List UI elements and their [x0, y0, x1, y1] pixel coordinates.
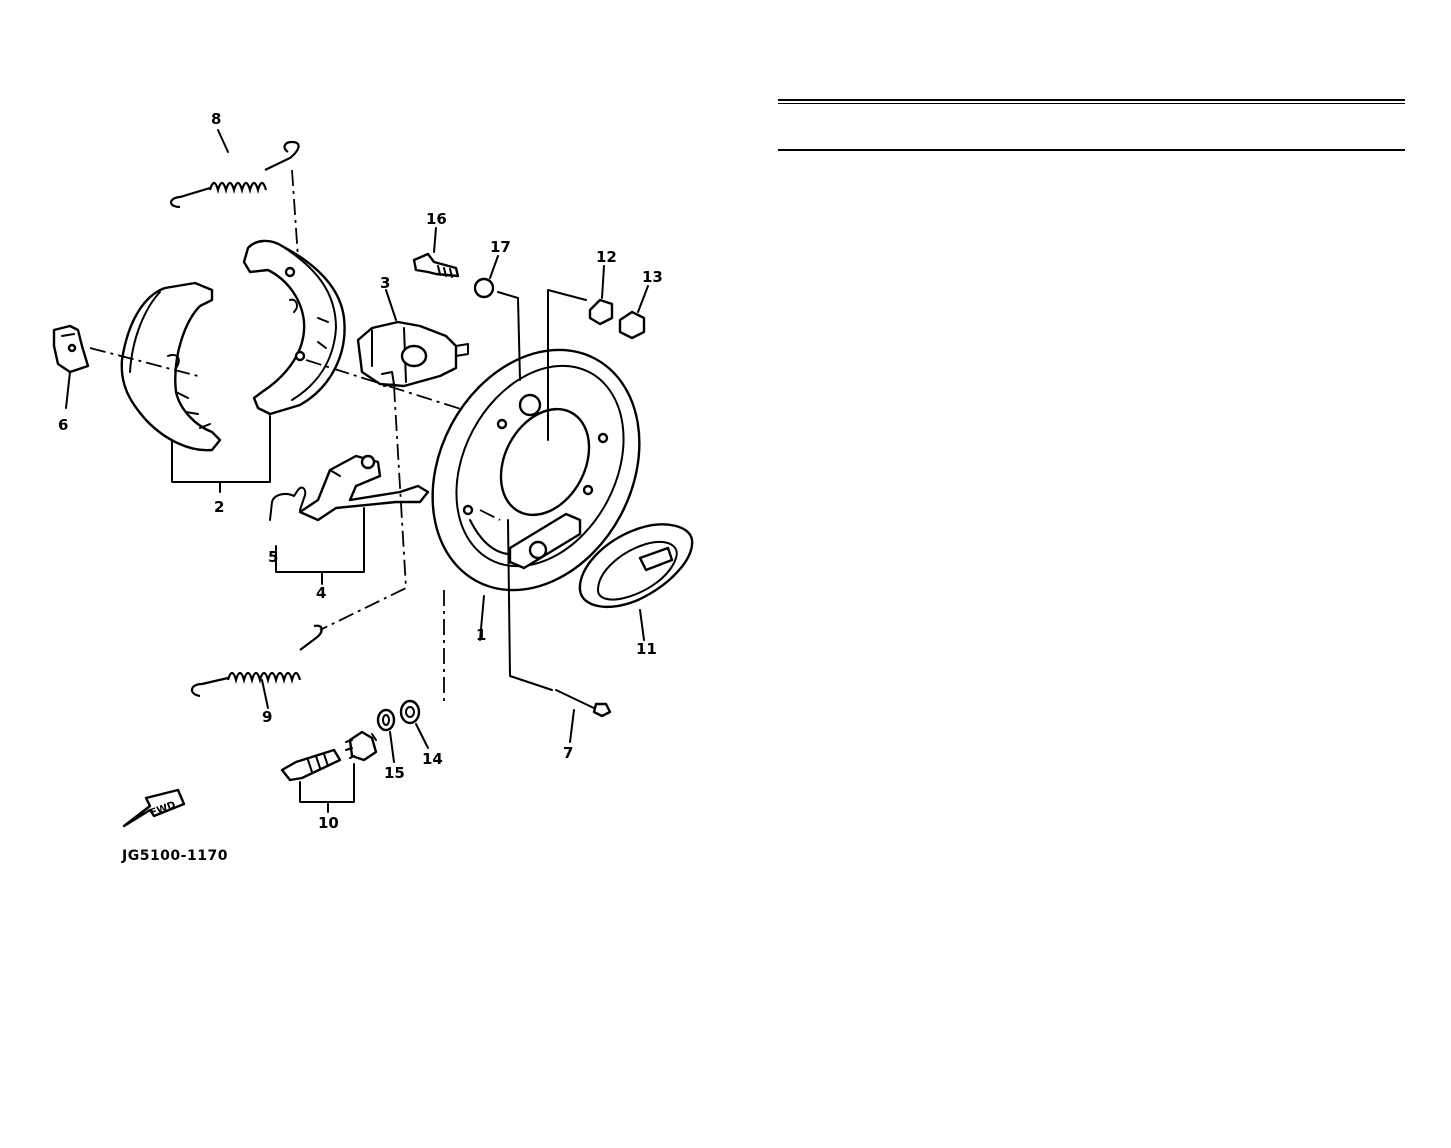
part-4-parking-lever [298, 454, 430, 522]
assembly-lines [89, 169, 587, 702]
label-16: 16 [426, 210, 447, 228]
part-8-spring [169, 140, 300, 209]
part-7-pin [555, 689, 612, 718]
part-11-grommet [578, 523, 694, 608]
part-2-brake-shoe-right [242, 239, 346, 416]
part-14-washer [399, 699, 421, 725]
label-3: 3 [380, 274, 390, 292]
part-5-spring-clip [269, 486, 307, 521]
callout-labels: 1 2 3 4 5 6 7 8 9 10 11 12 13 14 15 16 1… [58, 110, 663, 832]
part-15-washer [376, 708, 396, 732]
label-6: 6 [58, 416, 68, 434]
label-2: 2 [214, 498, 224, 516]
diagram-code: JG5100-1170 [121, 848, 228, 864]
part-2-brake-shoe-left [120, 281, 222, 452]
part-9-spring [190, 624, 323, 698]
header-rule-top-1 [778, 99, 1405, 101]
label-12: 12 [596, 248, 617, 266]
part-13-nut [618, 310, 646, 340]
part-3-wheel-cylinder [356, 320, 469, 388]
label-13: 13 [642, 268, 663, 286]
label-17: 17 [490, 238, 511, 256]
part-12-washer [588, 298, 614, 326]
part-17-cap [473, 277, 495, 299]
label-15: 15 [384, 764, 405, 782]
label-7: 7 [563, 744, 573, 762]
label-8: 8 [211, 110, 221, 128]
label-5: 5 [268, 548, 278, 566]
label-1: 1 [476, 626, 486, 644]
part-10-adjuster [280, 730, 378, 782]
label-9: 9 [262, 708, 272, 726]
header-rule-top-2 [778, 103, 1405, 104]
leader-lines [65, 129, 649, 813]
fwd-arrow-icon: FWD [122, 788, 186, 828]
label-11: 11 [636, 640, 657, 658]
part-6-clip [52, 324, 90, 374]
label-14: 14 [422, 750, 443, 768]
header-rule-bottom [778, 149, 1405, 151]
label-10: 10 [318, 814, 339, 832]
part-1-backing-plate [431, 348, 641, 592]
label-4: 4 [316, 584, 326, 602]
part-16-bleeder-screw [412, 252, 460, 278]
